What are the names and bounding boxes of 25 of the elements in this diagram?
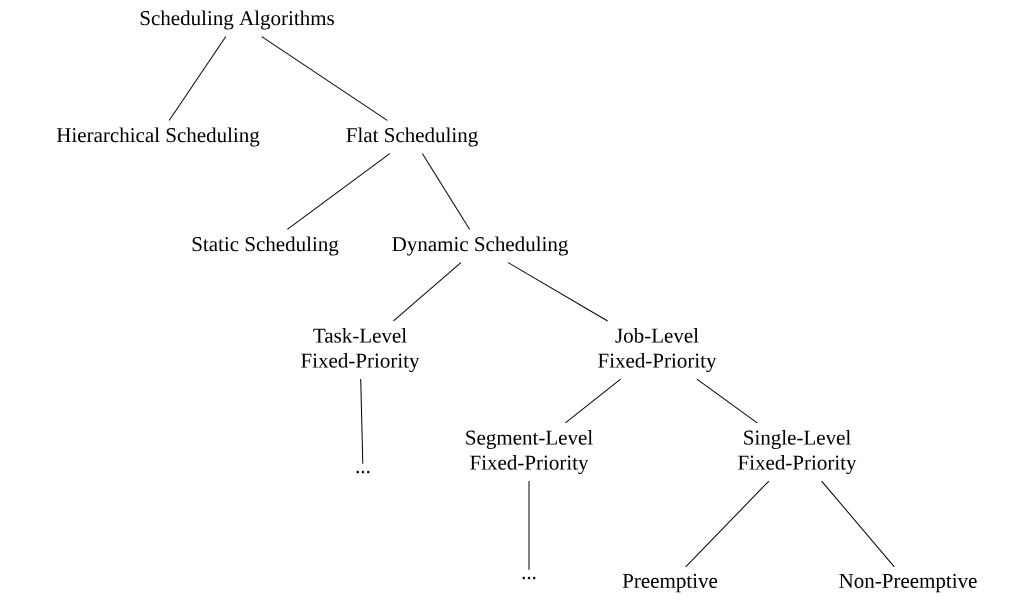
connector-line <box>528 480 530 571</box>
connector-line <box>360 378 364 465</box>
connector-line <box>507 262 609 322</box>
connector-line <box>286 153 391 230</box>
node-text: Task-Level Fixed-Priority <box>301 327 420 373</box>
node-text: Single-Level Fixed-Priority <box>738 429 857 475</box>
connector-line <box>393 262 462 322</box>
connector-line <box>696 378 758 424</box>
node-text: Hierarchical Scheduling <box>56 127 260 147</box>
node-text: ... <box>522 576 536 580</box>
node-text: Dynamic Scheduling <box>392 236 568 256</box>
connector-line <box>261 36 388 121</box>
node-text: Non-Preemptive <box>839 573 977 593</box>
node-text: Preemptive <box>622 573 718 593</box>
node-text: Flat Scheduling <box>346 127 478 147</box>
node-text: Job-Level Fixed-Priority <box>598 327 717 373</box>
node-text: Static Scheduling <box>192 236 339 256</box>
connector-line <box>168 36 227 121</box>
connector-line <box>821 480 895 568</box>
connector-line <box>685 480 770 568</box>
connector-line <box>564 378 622 424</box>
node-text: Scheduling Algorithms <box>140 10 334 30</box>
connector-line <box>421 153 471 230</box>
node-text: Segment-Level Fixed-Priority <box>466 429 593 475</box>
node-text: ... <box>356 470 370 474</box>
